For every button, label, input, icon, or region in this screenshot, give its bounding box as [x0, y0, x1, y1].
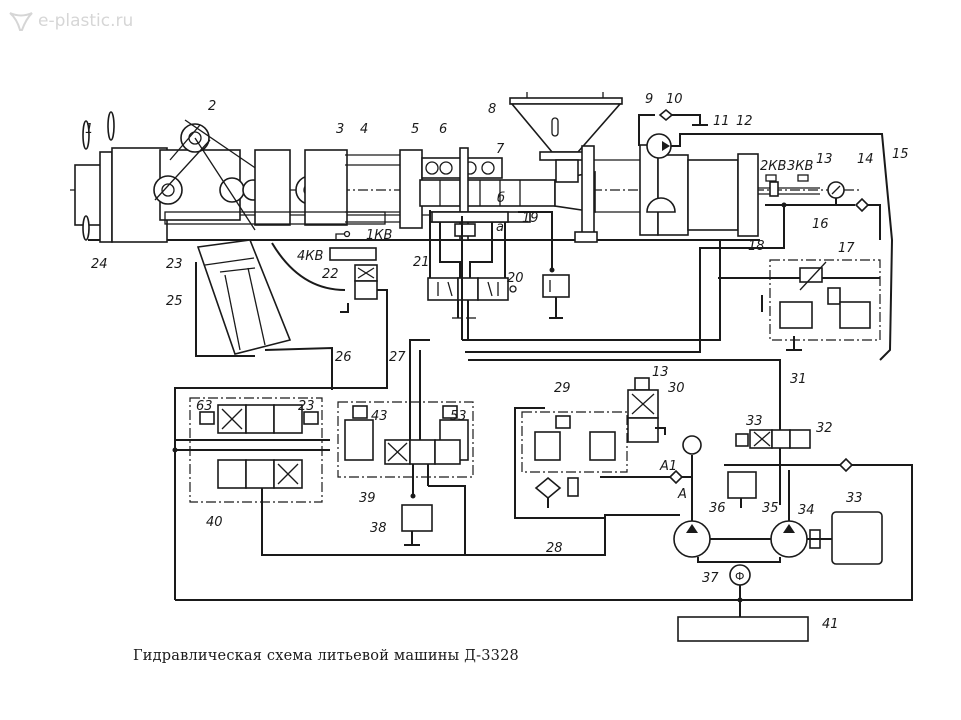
injection-cylinder — [574, 144, 820, 243]
valve-block-39 — [337, 401, 474, 555]
diagram-caption: Гидравлическая схема литьевой машины Д-3… — [133, 648, 519, 664]
logo-icon — [9, 12, 33, 31]
label-5: 5 — [411, 122, 419, 137]
label-19: 19 — [522, 211, 539, 226]
tie-bars — [345, 154, 405, 223]
label-6: 6 — [439, 122, 447, 137]
label-23: 23 — [166, 257, 183, 272]
valve-block-40 — [172, 397, 330, 503]
gauge-14-assembly — [465, 174, 881, 353]
label-3kv: 3КВ — [787, 159, 814, 174]
label-16: 16 — [812, 217, 829, 232]
label-11: 11 — [713, 114, 730, 129]
label-filter: Ф — [735, 570, 744, 583]
label-2kv: 2КВ — [760, 159, 787, 174]
label-15: 15 — [892, 147, 909, 162]
toggle-mechanism — [153, 119, 386, 231]
label-21: 21 — [413, 255, 430, 270]
label-40: 40 — [206, 515, 223, 530]
label-31: 31 — [790, 372, 807, 387]
diagram-labels: 1 2 3 4 5 6 7 8 9 10 11 12 13 14 15 16 1… — [85, 92, 909, 632]
label-b: б — [497, 191, 505, 206]
label-37: 37 — [702, 571, 719, 586]
limit-switch-1kv — [335, 230, 351, 240]
label-18: 18 — [748, 239, 765, 254]
label-35: 35 — [762, 501, 779, 516]
label-13: 13 — [816, 152, 833, 167]
main-pipelines — [175, 240, 913, 601]
watermark: e-plastic.ru — [8, 10, 133, 32]
label-sol23: 23 — [298, 399, 315, 414]
label-29: 29 — [554, 381, 571, 396]
label-27: 27 — [389, 350, 406, 365]
label-41: 41 — [822, 617, 839, 632]
label-24: 24 — [91, 257, 108, 272]
valve-22 — [174, 247, 388, 600]
valve-block-17 — [718, 259, 881, 351]
label-sol53: 53 — [450, 409, 467, 424]
label-39: 39 — [359, 491, 376, 506]
valve-block-29 — [514, 377, 666, 519]
label-sol63: 63 — [196, 399, 213, 414]
label-12: 12 — [736, 114, 753, 129]
filter-icon — [534, 476, 562, 500]
label-3: 3 — [336, 122, 344, 137]
label-sol13: 13 — [652, 365, 669, 380]
label-A1: А1 — [659, 459, 677, 474]
label-20: 20 — [507, 271, 524, 286]
label-33-solenoid: 33 — [746, 414, 763, 429]
distributor-20 — [427, 210, 570, 340]
mold-platen — [74, 111, 241, 243]
label-9: 9 — [645, 92, 653, 107]
label-sol43: 43 — [371, 409, 388, 424]
label-10: 10 — [666, 92, 683, 107]
label-7: 7 — [496, 142, 505, 157]
label-30: 30 — [668, 381, 685, 396]
label-28: 28 — [546, 541, 563, 556]
pump-station — [600, 429, 883, 642]
clamp-cylinder-25 — [195, 239, 346, 390]
label-38: 38 — [370, 521, 387, 536]
pressure-gauge-icon — [682, 435, 702, 455]
label-1kv: 1КВ — [366, 228, 393, 243]
watermark-text: e-plastic.ru — [38, 11, 134, 31]
label-17: 17 — [838, 241, 855, 256]
label-25: 25 — [166, 294, 183, 309]
label-a: а — [496, 220, 504, 235]
label-8: 8 — [488, 102, 496, 117]
hopper — [509, 92, 623, 183]
hydromotor-10 — [638, 108, 894, 361]
label-A: А — [677, 487, 687, 502]
label-4: 4 — [360, 122, 368, 137]
label-4kv: 4КВ — [297, 249, 324, 264]
label-34: 34 — [798, 503, 815, 518]
label-36: 36 — [709, 501, 726, 516]
label-22: 22 — [322, 267, 339, 282]
electric-motor-33 — [831, 511, 883, 565]
label-14: 14 — [857, 152, 874, 167]
tank-41 — [677, 616, 809, 642]
label-32: 32 — [816, 421, 833, 436]
label-33-motor: 33 — [846, 491, 863, 506]
label-1: 1 — [85, 122, 93, 137]
label-26: 26 — [335, 350, 352, 365]
label-2: 2 — [208, 99, 216, 114]
